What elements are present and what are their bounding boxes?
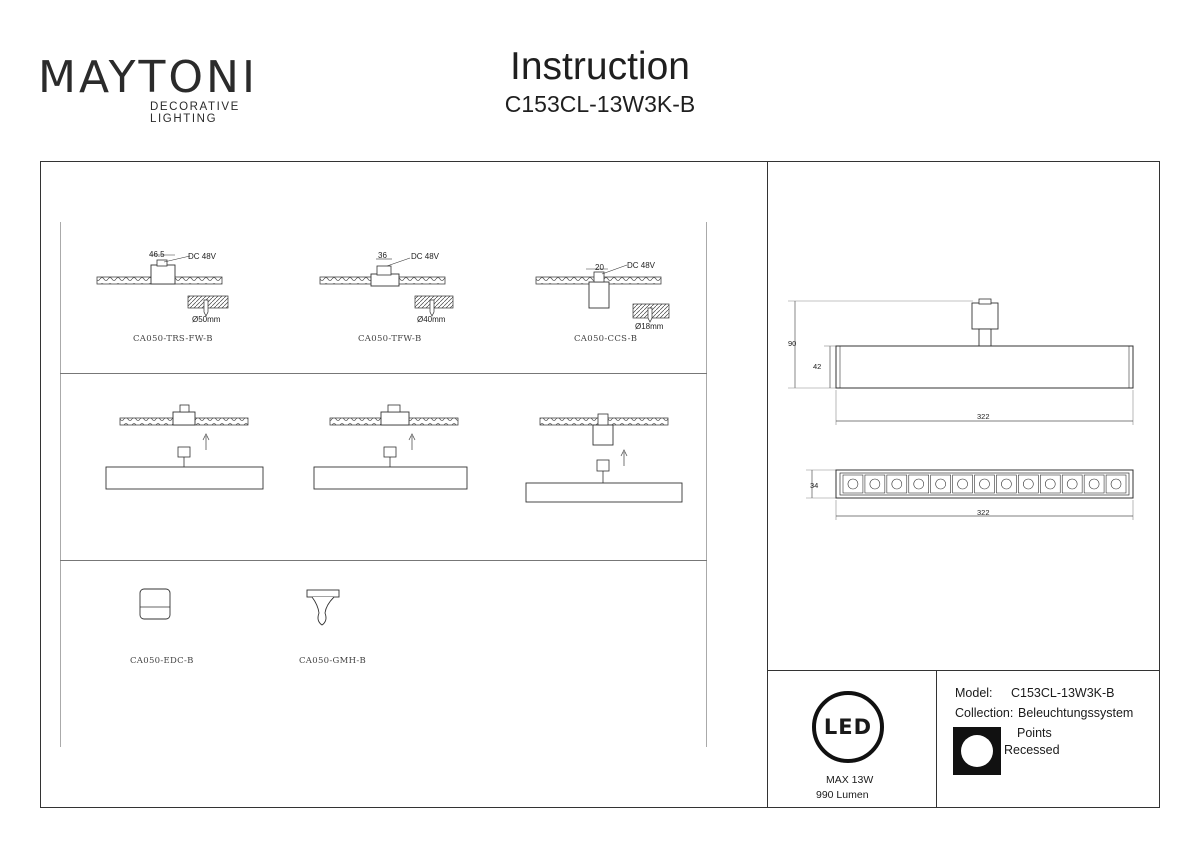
panel-left-edge	[60, 222, 61, 747]
led-lens	[935, 478, 946, 490]
dim-length-bottom: 322	[977, 508, 990, 517]
collection-value: Beleuchtungssystem	[1018, 706, 1134, 720]
collection-label: Collection:	[955, 706, 1014, 720]
page-title: Instruction	[510, 45, 690, 88]
install-step-3	[525, 413, 683, 503]
specs-inner-divider	[936, 670, 938, 808]
accessory-edc-code: CA050-EDC-B	[130, 656, 194, 666]
title-block: Instruction C153CL-13W3K-B	[470, 44, 730, 118]
accessory-3-power: DC 48V	[627, 261, 656, 270]
led-lens	[869, 478, 881, 490]
accessory-gmh-code: CA050-GMH-B	[299, 656, 367, 666]
accessory-2-hole: Ø40mm	[417, 315, 446, 324]
led-lens	[1110, 478, 1122, 490]
row-divider-1	[60, 373, 707, 374]
led-lens	[1023, 478, 1034, 490]
install-step-2	[313, 404, 468, 490]
led-cells	[842, 474, 1127, 494]
accessory-2-power: DC 48V	[411, 252, 440, 261]
accessory-3-code: CA050-CCS-B	[574, 334, 638, 344]
recessed-mount-icon	[953, 727, 1001, 775]
panel-right-edge	[706, 222, 707, 747]
accessory-1-width: 46.5	[149, 250, 165, 259]
accessory-edc-drawing	[139, 588, 171, 620]
brand-logo: MAYTONI DECORATIVE LIGHTING	[38, 52, 298, 125]
model-value: C153CL-13W3K-B	[1011, 686, 1115, 700]
model-label: Model:	[955, 686, 993, 700]
accessory-3-drawing	[535, 264, 670, 323]
accessory-3-width: 20	[595, 263, 604, 272]
lumen-rating: 990 Lumen	[816, 789, 869, 801]
accessory-1-power: DC 48V	[188, 252, 217, 261]
frame-divider-vertical	[767, 161, 769, 808]
accessory-1-hole: Ø50mm	[192, 315, 221, 324]
led-lens	[913, 478, 925, 490]
accessory-3-hole: Ø18mm	[635, 322, 664, 331]
power-rating: MAX 13W	[826, 774, 874, 786]
collection-sub: Points	[1017, 726, 1052, 740]
dim-length: 322	[977, 412, 990, 421]
installation-steps-drawing	[105, 404, 683, 503]
accessory-gmh-drawing	[306, 589, 340, 626]
model-title: C153CL-13W3K-B	[504, 91, 696, 117]
dim-body-height: 42	[813, 362, 822, 371]
led-lens	[891, 478, 903, 490]
product-dimension-drawing	[788, 298, 1134, 520]
brand-name: MAYTONI	[38, 52, 258, 103]
led-lens	[1066, 478, 1078, 490]
accessories-row1-drawings	[96, 254, 670, 323]
dim-width: 34	[810, 481, 819, 490]
led-badge-label: LED	[823, 715, 873, 739]
led-lens	[1088, 478, 1100, 490]
led-lens	[1001, 478, 1012, 490]
mount-type: Recessed	[1004, 743, 1060, 757]
led-lens	[847, 478, 859, 490]
accessory-2-code: CA050-TFW-B	[358, 334, 422, 344]
led-lens	[1044, 478, 1056, 490]
drawing-frame	[40, 161, 1160, 808]
brand-tagline: DECORATIVE LIGHTING	[150, 101, 240, 125]
accessory-2-width: 36	[378, 251, 387, 260]
dim-total-height: 90	[788, 339, 797, 348]
led-lens	[957, 478, 968, 490]
specs-divider	[767, 670, 1160, 672]
accessories-row3-drawings	[139, 588, 340, 626]
accessory-1-drawing	[96, 254, 229, 317]
led-badge-icon: LED	[812, 691, 884, 763]
accessory-2-drawing	[319, 257, 454, 317]
install-step-1	[105, 404, 264, 490]
accessory-1-code: CA050-TRS-FW-B	[133, 334, 213, 344]
row-divider-2	[60, 560, 707, 561]
led-lens	[979, 478, 990, 490]
